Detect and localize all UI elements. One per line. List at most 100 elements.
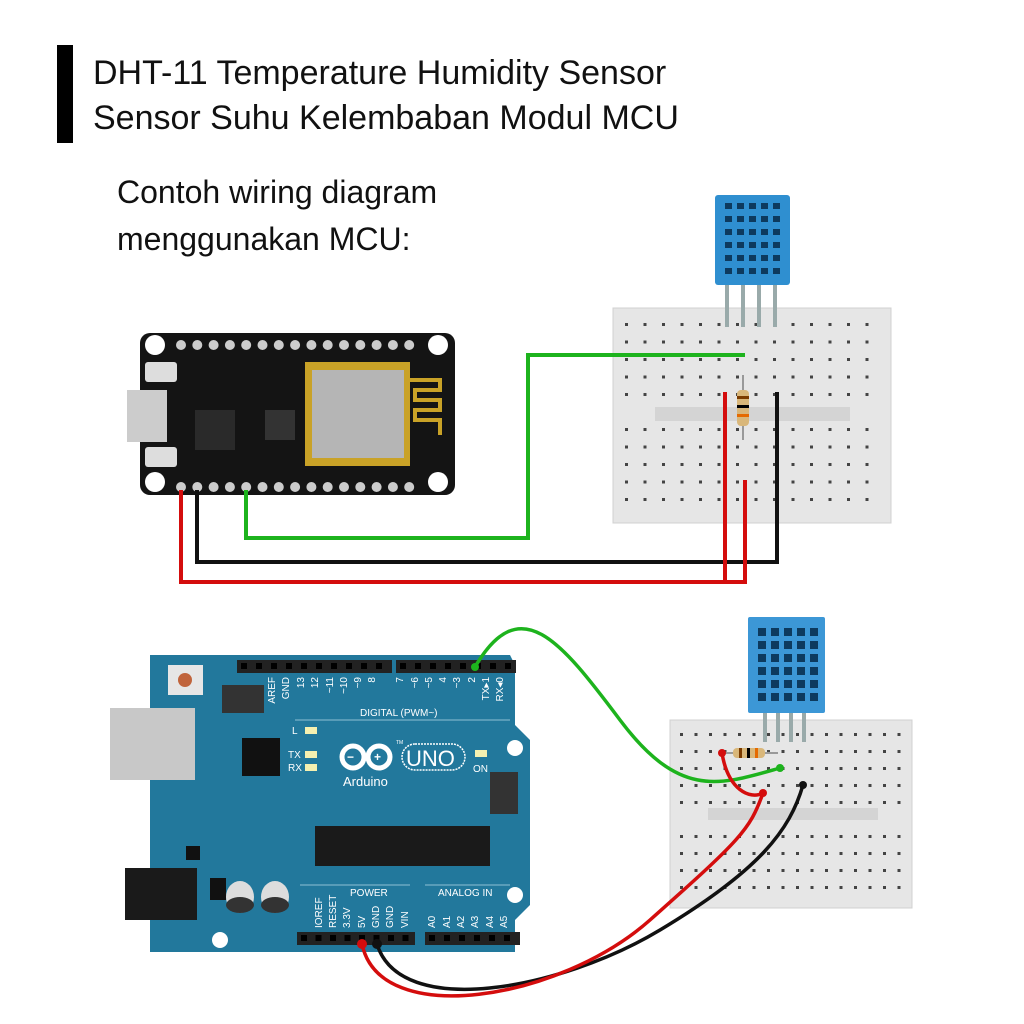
breadboard-hole [754,358,758,361]
breadboard-hole [754,393,758,396]
breadboard-hole [796,733,799,736]
breadboard-hole [643,498,647,501]
sensor-vent [725,216,732,222]
breadboard-hole [709,801,712,804]
breadboard-hole [847,480,850,484]
nodemcu-pin [387,482,398,492]
breadboard-hole [694,852,698,855]
breadboard-hole [680,784,683,787]
digital-label: DIGITAL (PWM~) [360,708,438,719]
breadboard-hole [810,767,814,770]
breadboard-hole [625,428,628,431]
title-line-2: Sensor Suhu Kelembaban Modul MCU [93,99,679,137]
breadboard-top [612,307,892,524]
breadboard-hole [694,886,698,889]
sensor-vent [761,216,768,222]
breadboard-hole [854,767,857,770]
breadboard-hole [680,463,684,466]
breadboard-hole [810,358,813,361]
breadboard-hole [694,801,698,804]
breadboard-hole [738,801,741,804]
sensor-vent [758,628,766,636]
breadboard-hole [839,767,843,770]
sensor-vent [771,667,779,675]
breadboard-hole [825,886,828,889]
breadboard-hole [865,498,869,501]
breadboard-hole [865,463,869,466]
breadboard-hole [752,767,756,770]
sensor-vent [771,628,779,636]
digital-pin-label: 7 [395,677,406,683]
arduino-logo-icon [339,743,393,771]
sensor-vent [773,268,780,274]
nodemcu-pin [273,482,284,492]
nodemcu-pin [322,340,333,350]
breadboard-hole [796,767,799,770]
wire-red-top [179,392,727,584]
breadboard-hole [643,340,647,344]
breadboard-hole [717,480,721,484]
breadboard-hole [897,733,901,736]
breadboard-hole [736,428,739,431]
breadboard-hole [625,358,628,361]
breadboard-hole [897,886,901,889]
breadboard-hole [839,750,843,753]
breadboard-hole [883,835,886,838]
breadboard-hole [810,393,813,396]
breadboard-hole [897,767,901,770]
sensor-vent [773,229,780,235]
breadboard-hole [767,733,770,736]
breadboard-hole [662,393,665,396]
breadboard-hole [625,480,628,484]
breadboard-hole [717,428,721,431]
sensor-vent [737,242,744,248]
nodemcu-pin [208,340,219,350]
breadboard-hole [868,784,872,787]
breadboard-hole [699,498,702,501]
breadboard-hole [847,340,850,344]
breadboard-hole [825,767,828,770]
sensor-vent [784,693,792,701]
breadboard-hole [643,480,647,484]
breadboard-hole [828,480,832,484]
breadboard-hole [754,498,758,501]
sensor-vent [773,216,780,222]
breadboard-hole [847,393,850,396]
breadboard-hole [662,323,665,326]
breadboard-hole [839,886,843,889]
breadboard-hole [680,886,683,889]
digital-pin-label: ~5 [424,677,435,689]
sensor-vent [797,693,805,701]
breadboard-hole [847,498,850,501]
breadboard-hole [736,445,739,449]
breadboard-hole [854,835,857,838]
wire-red-bottom [360,792,765,998]
breadboard-hole [767,767,770,770]
breadboard-hole [810,784,814,787]
breadboard-hole [699,480,702,484]
breadboard-hole [643,393,647,396]
breadboard-hole [897,852,901,855]
nodemcu-pin [257,482,268,492]
nodemcu-pin [404,340,415,350]
breadboard-hole [828,428,832,431]
breadboard-hole [854,852,857,855]
breadboard-hole [680,480,684,484]
breadboard-hole [828,358,832,361]
breadboard-hole [736,358,739,361]
sensor-vent [749,216,756,222]
breadboard-hole [828,375,832,379]
breadboard-hole [868,801,872,804]
breadboard-hole [773,340,776,344]
nodemcu-pin [322,482,333,492]
breadboard-hole [699,358,702,361]
breadboard-hole [752,835,756,838]
breadboard-hole [680,835,683,838]
breadboard-hole [810,733,814,736]
breadboard-hole [709,835,712,838]
breadboard-hole [767,801,770,804]
breadboard-hole [709,852,712,855]
breadboard-hole [699,375,702,379]
resistor-bottom [722,748,778,758]
